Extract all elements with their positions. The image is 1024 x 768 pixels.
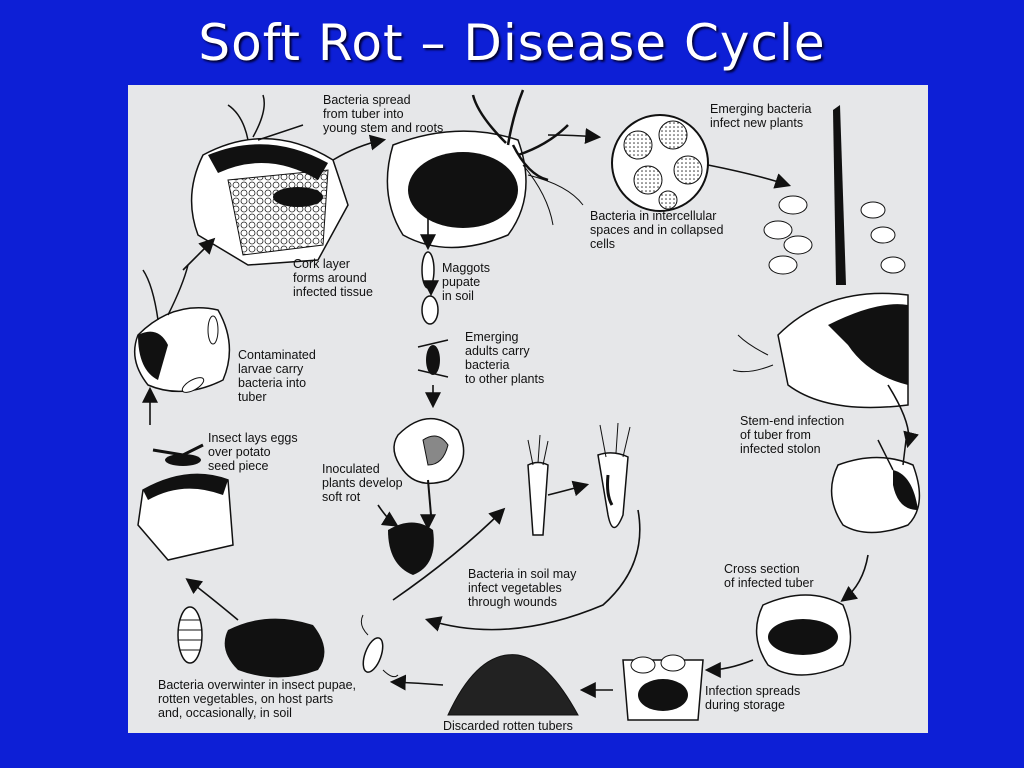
vegetables-illustration [527,422,631,536]
cycle-arrows [142,128,919,699]
cell-magnification-illustration [611,114,709,212]
stem-end-tuber-illustration [830,439,921,534]
label-bacteria-spread: Bacteria spread from tuber into young st… [323,93,444,135]
infected-plant-illustration [732,105,909,409]
tuber-with-stem-illustration [386,89,584,249]
label-discarded: Discarded rotten tubers [443,719,573,733]
cross-section-tuber-illustration [755,594,852,676]
label-intercellular: Bacteria in intercellular spaces and in … [590,209,724,251]
disease-cycle-diagram: Bacteria spread from tuber into young st… [128,85,928,733]
diagram-drawing [133,89,921,721]
cabbage-plant-illustration [388,417,465,575]
storage-basket-illustration [622,654,704,721]
label-inoculated: Inoculated plants develop soft rot [322,462,403,504]
label-cross-section: Cross section of infected tuber [724,562,814,590]
rotten-pile-illustration [447,654,579,716]
seed-piece-illustration [137,443,234,561]
label-overwinter: Bacteria overwinter in insect pupae, rot… [158,678,357,720]
label-contaminated-larvae: Contaminated larvae carry bacteria into … [238,348,316,404]
larvae-tuber-illustration [133,264,231,393]
label-emerging-bacteria: Emerging bacteria infect new plants [710,102,812,130]
label-insect-eggs: Insect lays eggs over potato seed piece [208,431,298,473]
label-infection-spreads: Infection spreads during storage [705,684,801,712]
bacterium-illustration [360,614,399,678]
label-maggots: Maggots pupate in soil [442,261,490,303]
label-bacteria-soil: Bacteria in soil may infect vegetables t… [468,567,577,609]
label-cork-layer: Cork layer forms around infected tissue [293,257,373,299]
cut-tuber-illustration [190,94,349,266]
overwinter-illustration [177,606,325,678]
maggot-pupa-fly-illustration [417,251,449,378]
label-stem-end: Stem-end infection of tuber from infecte… [740,414,845,456]
slide-title: Soft Rot – Disease Cycle [198,14,826,72]
label-emerging-adults: Emerging adults carry bacteria to other … [465,330,545,386]
